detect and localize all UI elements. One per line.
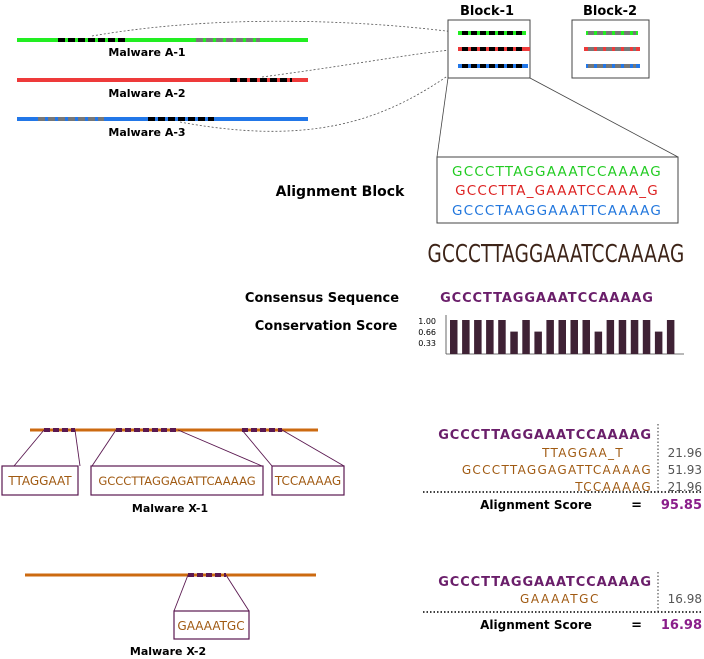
conservation-bar (534, 331, 542, 354)
alignment-block-box (436, 156, 679, 224)
conservation-tick-033: 0.33 (418, 339, 436, 348)
conservation-bar (558, 320, 566, 354)
x2-segment-text-1: GAAAATGC (177, 619, 244, 633)
conservation-bar (570, 320, 578, 354)
zoom-line-right (529, 77, 679, 158)
x2-equals: = (631, 618, 642, 633)
x1-row-3-score: 21.96 (668, 480, 702, 494)
x1-alignment-panel: GCCCTTAGGAAATCCAAAAG TTAGGAA_T GCCCTTAGG… (423, 424, 702, 513)
block1-rows (458, 31, 530, 68)
zoom-line-left (436, 77, 449, 158)
sequence-logo: GCCCTTAGGAAATCCAAAAG (428, 240, 685, 268)
conservation-bar (474, 320, 482, 354)
conservation-bars (450, 320, 675, 354)
x1-equals: = (631, 498, 642, 513)
x1-segment-box-2 (90, 465, 264, 496)
conservation-bar (594, 331, 603, 354)
x1-row-1-score: 21.96 (668, 446, 702, 460)
x1-row-1-seq: TTAGGAA_T (541, 446, 624, 460)
conservation-bar (486, 320, 494, 354)
malware-x1-sequence: TTAGGAAT GCCCTTAGGAGATTCAAAAG TCCAAAAG M… (1, 428, 345, 515)
x1-seg3-lead-left (241, 429, 273, 467)
x2-alignment-panel: GCCCTTAGGAAATCCAAAAG GAAAATGC 16.98 Alig… (423, 572, 702, 633)
conservation-bar (450, 320, 458, 354)
x1-segment-box-3 (271, 465, 345, 496)
x1-seg2-lead-left (91, 429, 117, 467)
x1-seg1-lead-left (13, 429, 45, 467)
x1-row-2-seq: GCCCTTAGGAGATTCAAAAG (462, 463, 652, 477)
conservation-bar (510, 331, 518, 354)
malware-a1-label: Malware A-1 (108, 46, 185, 59)
x2-seg1-lead-right (225, 574, 250, 612)
x1-consensus: GCCCTTAGGAAATCCAAAAG (438, 428, 652, 443)
malware-a3-sequence: Malware A-3 (17, 117, 308, 139)
alignment-seq-3: GCCCTAAGGAAATTCAAAAG (452, 203, 662, 219)
connector-a3 (179, 65, 463, 132)
conservation-bar (618, 320, 627, 354)
malware-a3-label: Malware A-3 (108, 126, 185, 139)
malware-x2-label: Malware X-2 (130, 645, 206, 658)
x2-score-label: Alignment Score (480, 618, 592, 632)
x1-seg3-lead-right (281, 429, 345, 467)
malware-x1-label: Malware X-1 (132, 502, 208, 515)
malware-a2-sequence: Malware A-2 (17, 78, 308, 100)
x2-total-score: 16.98 (661, 618, 702, 633)
conservation-tick-1: 1.00 (418, 317, 436, 326)
conservation-title: Conservation Score (255, 319, 398, 334)
x1-seg2-lead-right (177, 429, 263, 467)
conservation-bar (582, 320, 590, 354)
malware-x2-sequence: GAAAATGC Malware X-2 (25, 573, 316, 658)
alignment-seq-2: GCCCTTA_GAAATCCAAA_G (455, 183, 659, 199)
consensus-sequence: GCCCTTAGGAAATCCAAAAG (440, 291, 654, 306)
conservation-bar (630, 320, 639, 354)
x1-segment-text-2: GCCCTTAGGAGATTCAAAAG (98, 474, 255, 488)
conservation-bar (462, 320, 470, 354)
x1-row-3-seq: TCCAAAAG (574, 480, 652, 494)
block2-title: Block-2 (583, 4, 637, 19)
conservation-bar (498, 320, 506, 354)
block2-rows (584, 31, 640, 68)
consensus-title: Consensus Sequence (245, 291, 399, 306)
x1-segment-box-1 (1, 465, 79, 496)
x2-row-1-score: 16.98 (668, 592, 702, 606)
alignment-block-title: Alignment Block (276, 184, 405, 200)
malware-a2-label: Malware A-2 (108, 87, 185, 100)
x2-seg1-lead-left (173, 574, 189, 612)
x2-consensus: GCCCTTAGGAAATCCAAAAG (438, 575, 652, 590)
conservation-bar (546, 320, 554, 354)
block-connectors (91, 20, 463, 132)
malware-a1-sequence: Malware A-1 (17, 38, 308, 59)
connector-a2 (261, 46, 463, 78)
connector-a1 (91, 20, 463, 37)
conservation-bar (642, 320, 651, 354)
alignment-seq-1: GCCCTTAGGAAATCCAAAAG (452, 164, 662, 180)
conservation-chart: 1.00 0.66 0.33 (418, 315, 684, 355)
x2-segment-box-1 (173, 610, 250, 640)
x1-segment-text-3: TCCAAAAG (274, 474, 341, 488)
x1-segment-text-1: TTAGGAAT (7, 474, 72, 488)
x2-row-1-seq: GAAAATGC (520, 592, 600, 606)
conservation-bar (522, 320, 530, 354)
conservation-bar (654, 331, 663, 354)
x1-row-2-score: 51.93 (668, 463, 702, 477)
x1-seg1-lead-right (74, 429, 81, 467)
block1-title: Block-1 (460, 4, 514, 19)
conservation-tick-066: 0.66 (418, 328, 436, 337)
x1-total-score: 95.85 (661, 498, 702, 513)
conservation-bar (666, 320, 675, 354)
x1-score-label: Alignment Score (480, 498, 592, 512)
conservation-bar (606, 320, 615, 354)
